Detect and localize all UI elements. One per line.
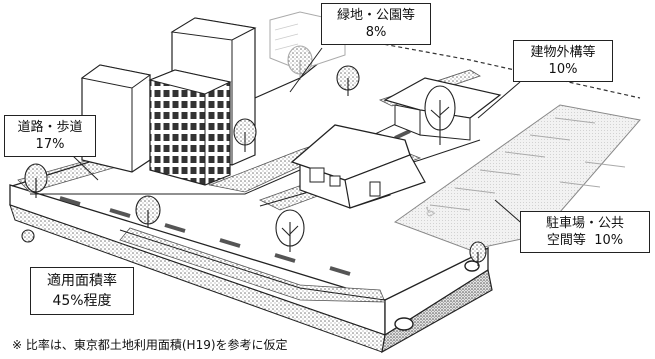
label-building-exterior: 建物外構等 10%: [513, 40, 613, 82]
tree-icon: [21, 45, 487, 266]
applied-area-name: 適用面積率: [47, 273, 117, 289]
green-space-name: 緑地・公園等: [336, 8, 415, 23]
road-sidewalk-name: 道路・歩道: [17, 120, 83, 135]
drain-right: [464, 260, 480, 272]
drain-left: [394, 317, 414, 331]
road-sidewalk-pct: 17%: [35, 137, 65, 152]
building-exterior-pct: 10%: [548, 62, 578, 77]
label-applied-area-ratio: 適用面積率 45%程度: [30, 267, 134, 315]
green-space-pct: 8%: [365, 25, 387, 40]
label-road-sidewalk: 道路・歩道 17%: [4, 115, 96, 157]
parking-public-name2: 空間等: [546, 233, 586, 248]
callout-pointers: [71, 47, 535, 235]
parking-lot: ♿: [393, 104, 641, 251]
parking-public-name2-pct: 空間等 10%: [529, 232, 641, 249]
parking-public-pct: 10%: [594, 233, 624, 248]
applied-area-pct: 45%程度: [52, 293, 112, 309]
parking-icon: ♿: [422, 202, 439, 221]
label-parking-public: 駐車場・公共 空間等 10%: [520, 211, 650, 253]
parking-public-name: 駐車場・公共: [545, 216, 624, 231]
footnote: ※ 比率は、東京都土地利用面積(H19)を参考に仮定: [12, 338, 288, 352]
label-green-space: 緑地・公園等 8%: [321, 3, 431, 45]
building-exterior-name: 建物外構等: [530, 45, 596, 60]
